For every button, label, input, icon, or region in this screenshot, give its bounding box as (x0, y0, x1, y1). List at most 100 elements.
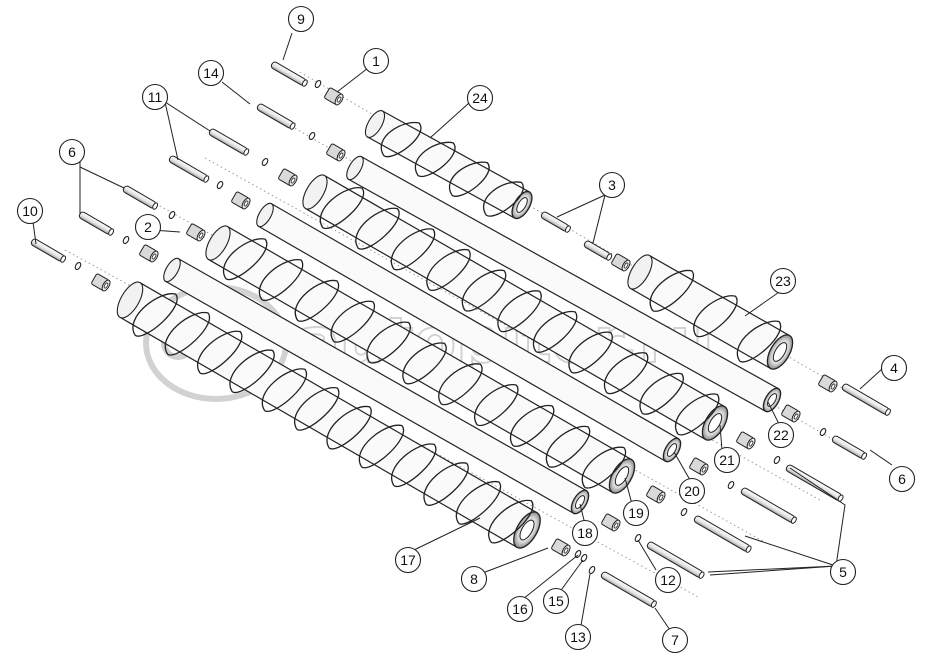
tube-20-rear-end (256, 202, 274, 228)
bushing-right (818, 374, 838, 393)
tube-17-flight (326, 405, 372, 450)
callout-circle (16, 197, 44, 225)
callout-circle (460, 565, 488, 593)
leader-line (592, 194, 606, 244)
callout-circle (880, 354, 908, 382)
tube-19-flight (545, 425, 591, 468)
bushing-22 (781, 404, 801, 423)
tube-24 (364, 110, 533, 220)
tube-23-flight (693, 295, 738, 338)
tube-22 (346, 155, 782, 413)
callout-label: 7 (671, 632, 679, 648)
ring (727, 480, 735, 490)
tube-19-flight (474, 384, 519, 427)
tube-19-flight (330, 300, 376, 343)
callout-3: 3 (598, 171, 626, 199)
tube-24-flight (483, 181, 524, 217)
pin-4-shank (841, 383, 890, 415)
tube-24-bore (516, 197, 528, 213)
callout-1: 1 (362, 47, 390, 75)
tube-17-flight (488, 499, 534, 544)
callout-17: 17 (394, 546, 422, 574)
callout-12: 12 (654, 566, 682, 594)
bushing (278, 168, 298, 187)
bushing-2-hole (198, 232, 204, 239)
tube-19-flight (294, 279, 340, 322)
pin-7-shank (600, 571, 656, 607)
pin-11a (208, 128, 250, 156)
tube-19-rear-end (205, 225, 231, 261)
callout-label: 6 (68, 144, 76, 160)
bushing-2 (186, 223, 206, 242)
pin-11a-shank (208, 128, 248, 155)
tube-17-flight (294, 387, 340, 431)
callout-10: 10 (16, 197, 44, 225)
tube-21-flight (532, 310, 578, 353)
callout-label: 20 (684, 483, 700, 499)
pin-9-shank (270, 61, 307, 86)
callout-circle (654, 566, 682, 594)
tube-24-flight (380, 121, 422, 158)
ring-12 (634, 533, 642, 543)
leader-line (479, 547, 549, 575)
tube-17-flight (197, 330, 243, 375)
pin-3b-tip (606, 253, 613, 261)
leader-line (859, 368, 883, 390)
pin-6-left-b-shank (78, 211, 113, 235)
callout-circle (598, 171, 626, 199)
callout-label: 15 (548, 593, 564, 609)
pin-6-left-shank (122, 185, 157, 209)
pin-6-left (122, 185, 159, 210)
ring (308, 131, 316, 141)
callout-15: 15 (542, 587, 570, 615)
bushing (611, 253, 631, 272)
tube-21-flight (639, 372, 684, 415)
callout-label: 11 (148, 89, 163, 105)
leader-line (413, 517, 481, 551)
pin-10-tip (60, 255, 67, 263)
tube-24-flight (414, 141, 456, 178)
pin-5c-tip (745, 545, 752, 553)
callout-20: 20 (678, 477, 706, 505)
tube-21-flight (390, 228, 436, 271)
leader-line (767, 401, 781, 427)
tube-17-bore (519, 519, 535, 541)
tube-22-bore (766, 393, 778, 407)
tube-21-flight (604, 352, 649, 395)
tube-17-flight (423, 462, 469, 506)
leader-line (637, 539, 657, 571)
leader-line (719, 424, 723, 451)
pin-3b (583, 240, 613, 261)
callout-14: 14 (197, 59, 225, 87)
ring (74, 261, 82, 271)
pin-11b (168, 155, 210, 183)
callout-4: 4 (880, 354, 908, 382)
tube-21-flight (319, 187, 365, 229)
tube-20-bore (666, 443, 678, 457)
callout-circle (829, 558, 857, 586)
callout-23: 23 (769, 267, 797, 295)
tube-23-flight (736, 320, 782, 363)
bushing-19 (646, 485, 666, 504)
pin-3a (540, 211, 571, 233)
auger-tubes (116, 110, 794, 549)
ring-15 (580, 553, 588, 563)
callout-label: 13 (570, 629, 586, 645)
leader-line (673, 451, 691, 481)
leader-line (164, 101, 179, 161)
pin-6-right-shank (831, 435, 866, 459)
tube-23-rear-end (627, 254, 653, 290)
tube-21-flight (497, 290, 542, 333)
pin-6-right (831, 435, 868, 460)
bushing (601, 513, 621, 532)
callout-22: 22 (767, 421, 795, 449)
tube-19-flight (223, 238, 268, 281)
tube-18-bore (574, 495, 586, 509)
callout-24: 24 (466, 84, 494, 112)
bushing-8-hole (563, 547, 569, 554)
pin-4-tip (884, 408, 891, 416)
bushing-hole (290, 177, 296, 184)
pin-14-shank (256, 103, 294, 129)
callout-label: 18 (577, 525, 593, 541)
